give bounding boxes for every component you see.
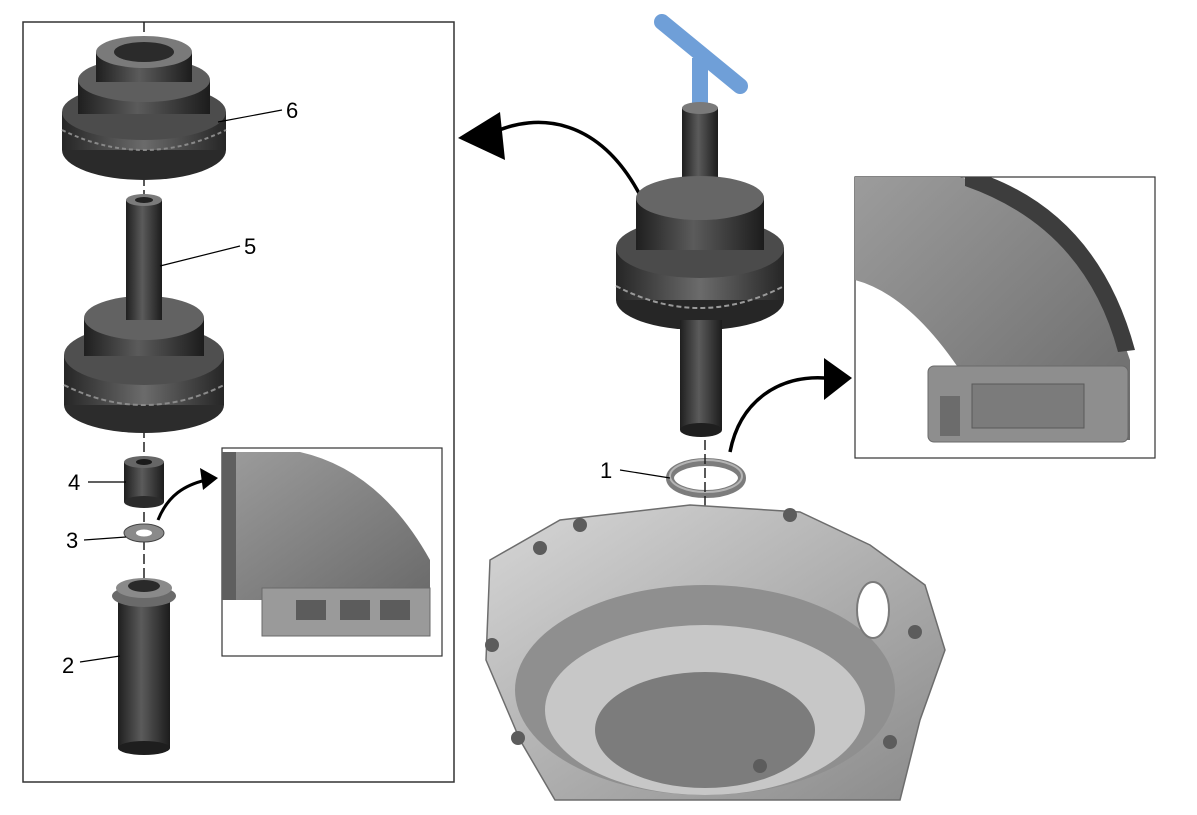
arrowhead-medium bbox=[824, 358, 852, 400]
callout-6: 6 bbox=[286, 98, 298, 123]
part-3-washer bbox=[123, 523, 165, 543]
callout-3: 3 bbox=[66, 528, 78, 553]
curved-arrow-large bbox=[489, 120, 642, 196]
part-6-gear-set bbox=[61, 36, 227, 180]
leader-6 bbox=[217, 109, 283, 123]
leader-5 bbox=[159, 245, 241, 267]
transmission-housing bbox=[485, 504, 946, 801]
arrowhead-large bbox=[458, 112, 505, 160]
callout-2: 2 bbox=[62, 653, 74, 678]
seal-cross-section-large bbox=[855, 177, 1135, 443]
callout-5: 5 bbox=[244, 234, 256, 259]
leader-1 bbox=[619, 469, 671, 479]
arrowhead-small bbox=[200, 468, 218, 490]
seal-cross-section-small bbox=[222, 452, 431, 637]
leader-2 bbox=[79, 655, 121, 663]
part-2-sleeve bbox=[112, 578, 176, 755]
leader-3 bbox=[83, 536, 127, 541]
curved-arrow-medium bbox=[728, 376, 826, 453]
part-1-seal-ring bbox=[666, 458, 746, 498]
part-5-shaft-gear bbox=[63, 194, 225, 433]
gear-assembly-on-tool bbox=[615, 102, 785, 437]
callout-4: 4 bbox=[68, 470, 80, 495]
callout-1: 1 bbox=[600, 458, 612, 483]
curved-arrow-small bbox=[156, 478, 207, 521]
part-4-pinion bbox=[124, 456, 164, 508]
